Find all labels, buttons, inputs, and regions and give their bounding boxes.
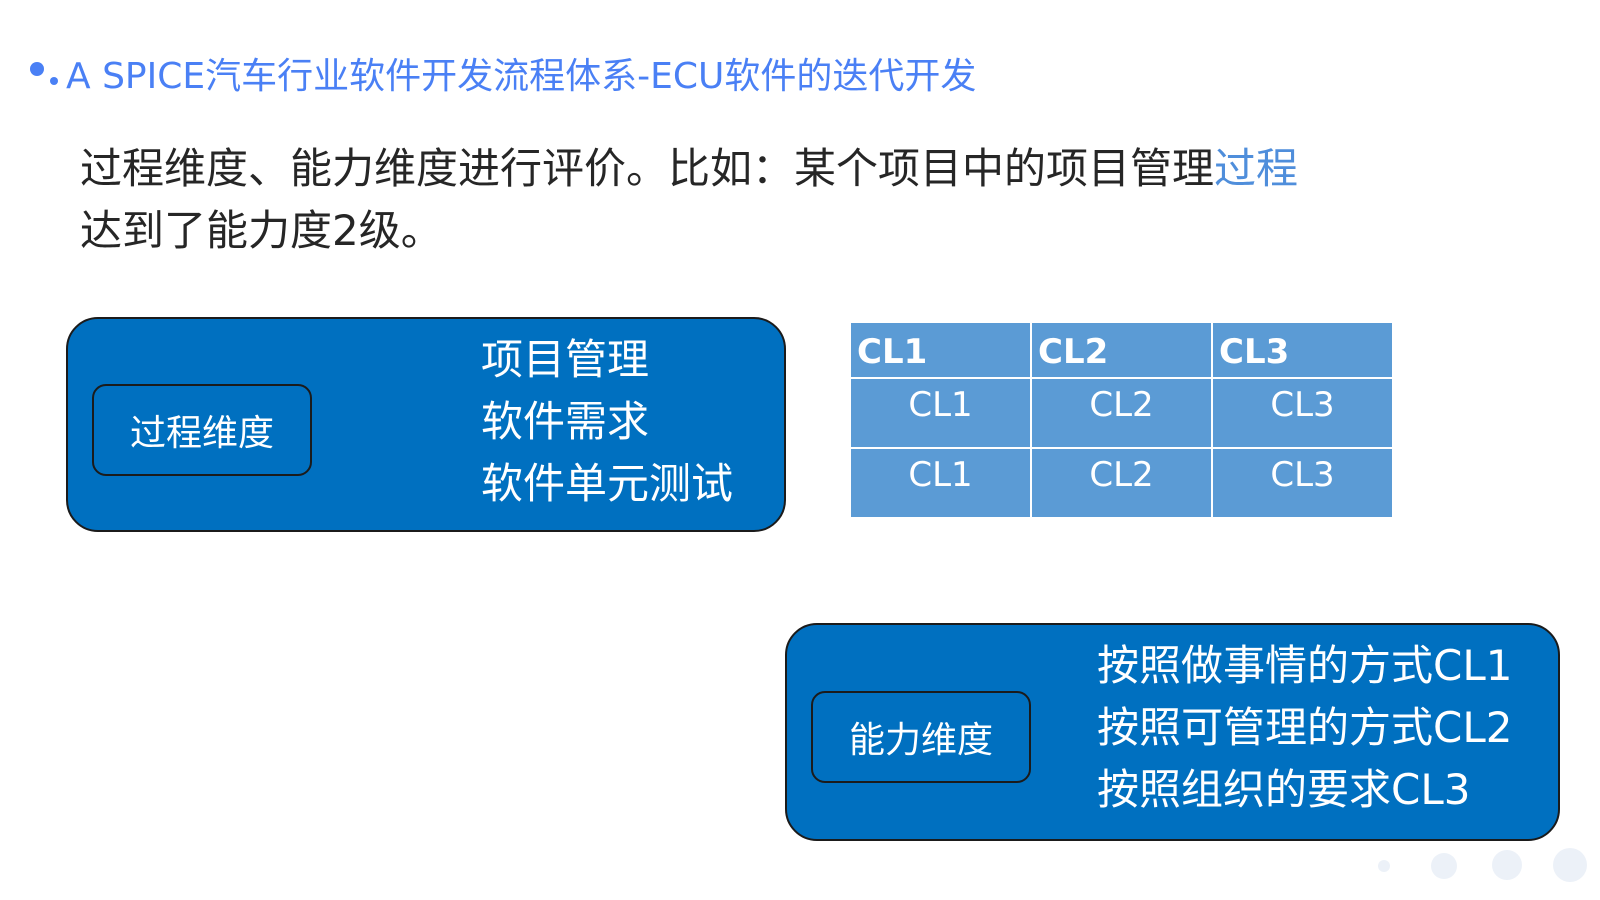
capability-list: 按照做事情的方式CL1 按照可管理的方式CL2 按照组织的要求CL3: [1097, 635, 1512, 821]
capability-dimension-label: 能力维度: [811, 691, 1031, 783]
intro-line-2: 达到了能力度2级。: [80, 206, 443, 255]
table-header-cell: CL3: [1211, 321, 1394, 379]
capability-item: 按照组织的要求CL3: [1097, 765, 1471, 814]
process-list: 项目管理 软件需求 软件单元测试: [481, 329, 733, 515]
process-dimension-panel: 过程维度 项目管理 软件需求 软件单元测试: [66, 317, 786, 532]
slide-title-text: A SPICE汽车行业软件开发流程体系-ECU软件的迭代开发: [66, 56, 977, 97]
capability-item: 按照做事情的方式CL1: [1097, 641, 1513, 690]
decorative-dot: [1553, 848, 1587, 882]
capability-item: 按照可管理的方式CL2: [1097, 703, 1513, 752]
process-item: 软件需求: [481, 397, 650, 446]
decorative-dot: [1431, 853, 1457, 879]
table-cell: CL1: [849, 447, 1032, 519]
table-cell: CL3: [1211, 377, 1394, 449]
table-cell: CL2: [1030, 447, 1213, 519]
process-dimension-label: 过程维度: [92, 384, 312, 476]
table-header-cell: CL1: [849, 321, 1032, 379]
intro-line-1: 过程维度、能力维度进行评价。比如：某个项目中的项目管理过程: [80, 138, 1480, 200]
table-cell: CL3: [1211, 447, 1394, 519]
decorative-dot: [1492, 850, 1522, 880]
decorative-dot: [1378, 860, 1390, 872]
table-header-row: CL1 CL2 CL3: [849, 321, 1394, 379]
intro-highlight: 过程: [1214, 144, 1299, 193]
bullet-dots-icon: [28, 53, 66, 93]
intro-paragraph: 过程维度、能力维度进行评价。比如：某个项目中的项目管理过程 达到了能力度2级。: [80, 138, 1480, 262]
slide-title: A SPICE汽车行业软件开发流程体系-ECU软件的迭代开发: [28, 48, 976, 98]
capability-dimension-panel: 能力维度 按照做事情的方式CL1 按照可管理的方式CL2 按照组织的要求CL3: [785, 623, 1560, 841]
table-header-cell: CL2: [1030, 321, 1213, 379]
table-cell: CL1: [849, 377, 1032, 449]
table-row: CL1 CL2 CL3: [849, 447, 1394, 519]
process-item: 项目管理: [481, 335, 650, 384]
process-item: 软件单元测试: [481, 459, 734, 508]
table-row: CL1 CL2 CL3: [849, 377, 1394, 449]
table-cell: CL2: [1030, 377, 1213, 449]
capability-level-table: CL1 CL2 CL3 CL1 CL2 CL3 CL1 CL2 CL3: [849, 321, 1394, 519]
intro-line-1-main: 过程维度、能力维度进行评价。比如：某个项目中的项目管理: [80, 144, 1215, 193]
